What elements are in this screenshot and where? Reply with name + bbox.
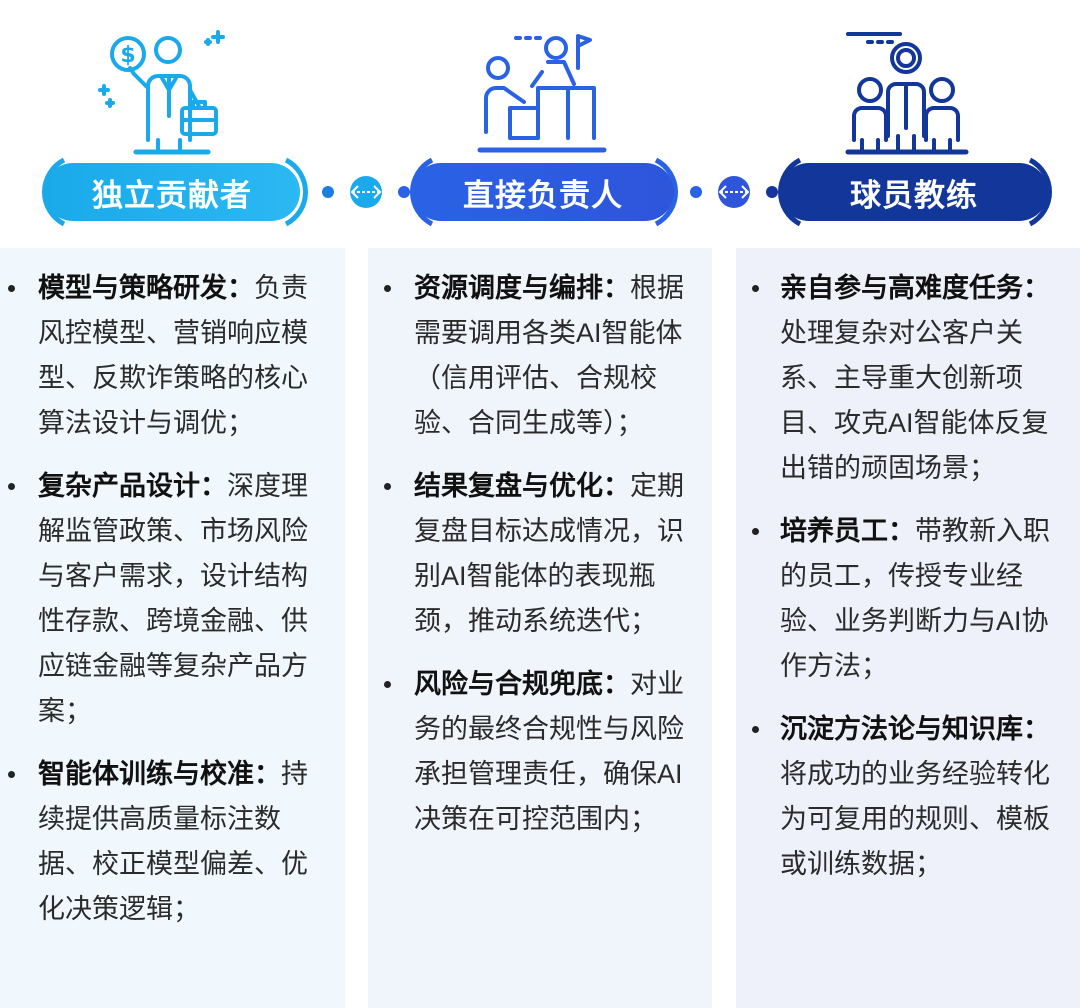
list-item: 模型与策略研发：负责风控模型、营销响应模型、反欺诈策略的核心算法设计与调优； [0, 266, 345, 446]
person-with-money-and-briefcase-icon: $ [96, 28, 246, 158]
connector-2-3 [690, 176, 778, 208]
role-title-player-coach: 球员教练 [780, 163, 1048, 221]
bullet-dot [752, 726, 759, 733]
list-item: 风险与合规兜底：对业务的最终合规性与风险承担管理责任，确保AI决策在可控范围内； [368, 662, 712, 842]
role-title-individual-contributor: 独立贡献者 [44, 163, 300, 221]
bullet-dot [384, 681, 391, 688]
bullet-dot [384, 285, 391, 292]
list-item: 结果复盘与优化：定期复盘目标达成情况，识别AI智能体的表现瓶颈，推动系统迭代； [368, 464, 712, 644]
column-individual-contributor: 模型与策略研发：负责风控模型、营销响应模型、反欺诈策略的核心算法设计与调优； 复… [0, 248, 345, 1008]
role-title-direct-manager: 直接负责人 [412, 163, 674, 221]
list-item: 资源调度与编排：根据需要调用各类AI智能体（信用评估、合规校验、合同生成等）； [368, 266, 712, 446]
coach-with-team-icon [842, 28, 992, 158]
column-direct-manager: 资源调度与编排：根据需要调用各类AI智能体（信用评估、合规校验、合同生成等）； … [368, 248, 712, 1008]
connector-1-2 [322, 176, 410, 208]
climbing-team-with-flag-icon [470, 28, 620, 158]
bullet-dot [8, 483, 15, 490]
column-player-coach: 亲自参与高难度任务：处理复杂对公客户关系、主导重大创新项目、攻克AI智能体反复出… [736, 248, 1080, 1008]
bullet-dot [384, 483, 391, 490]
list-item: 培养员工：带教新入职的员工，传授专业经验、业务判断力与AI协作方法； [736, 509, 1080, 689]
bullet-dot [8, 771, 15, 778]
list-item: 智能体训练与校准：持续提供高质量标注数据、校正模型偏差、优化决策逻辑； [0, 752, 345, 932]
list-item: 沉淀方法论与知识库：将成功的业务经验转化为可复用的规则、模板或训练数据； [736, 707, 1080, 887]
bullet-dot [8, 285, 15, 292]
bullet-dot [752, 285, 759, 292]
bullet-dot [752, 528, 759, 535]
list-item: 复杂产品设计：深度理解监管政策、市场风险与客户需求，设计结构性存款、跨境金融、供… [0, 464, 345, 734]
svg-text:$: $ [120, 43, 135, 68]
list-item: 亲自参与高难度任务：处理复杂对公客户关系、主导重大创新项目、攻克AI智能体反复出… [736, 266, 1080, 491]
